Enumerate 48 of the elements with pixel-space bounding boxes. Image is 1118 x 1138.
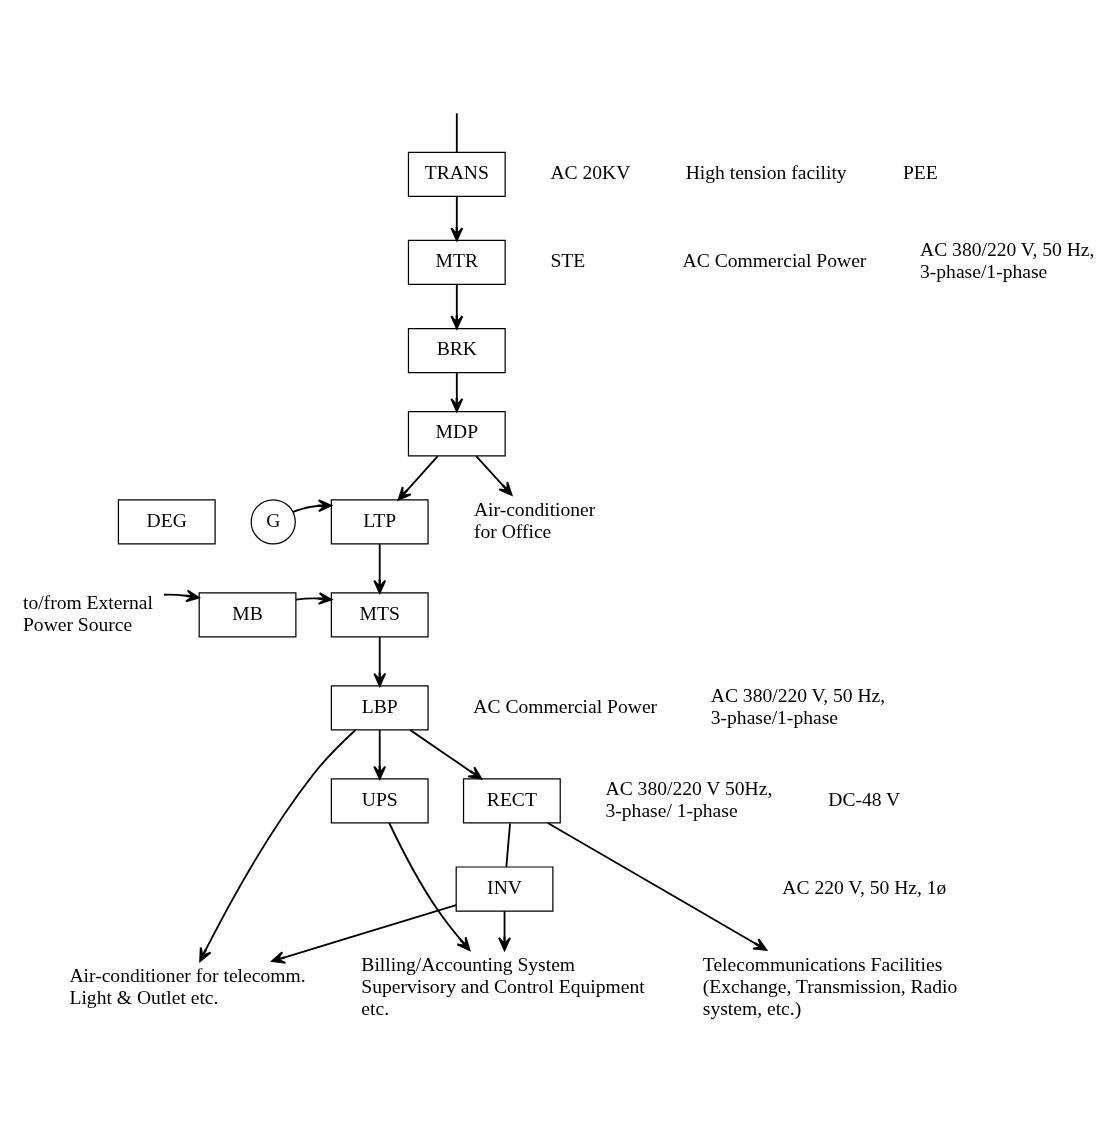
node-box: BRK <box>407 327 506 374</box>
label: AC 220 V, 50 Hz, 1ø <box>782 876 947 898</box>
arrow <box>475 455 513 496</box>
arrow <box>295 592 333 605</box>
arrow <box>373 543 387 594</box>
arrow <box>450 283 464 330</box>
arrow <box>450 372 464 413</box>
node-box: DEG <box>117 499 216 545</box>
arrow <box>163 589 200 603</box>
arrow <box>199 729 357 962</box>
node-box: LTP <box>330 499 429 545</box>
node-box: INV <box>455 866 554 912</box>
node-box: RECT <box>462 778 561 824</box>
label: AC 380/220 V, 50 Hz, 3-phase/1-phase <box>710 684 886 728</box>
node-box: TRANS <box>407 151 506 197</box>
arrow <box>373 636 387 687</box>
node-box: MTR <box>407 239 506 286</box>
arrow <box>373 729 387 780</box>
node-box: MDP <box>407 411 506 457</box>
label: PEE <box>902 161 938 183</box>
label: High tension facility <box>685 161 847 183</box>
node-text: Air-conditioner for telecomm. Light & Outlet etc. <box>69 964 306 1008</box>
connector <box>505 822 511 868</box>
node-box: LBP <box>330 685 429 731</box>
label: DC-48 V <box>828 788 901 810</box>
node-box: MTS <box>330 592 429 638</box>
node-circle: G <box>250 499 296 545</box>
label: AC Commercial Power <box>473 695 658 717</box>
node-text: Telecommunications Facilities (Exchange, Transmission, Radio system, etc.) <box>702 953 958 1019</box>
arrow <box>388 822 471 951</box>
arrow <box>546 822 768 951</box>
arrow <box>498 910 511 951</box>
connector <box>455 112 458 154</box>
label: AC 380/220 V 50Hz, 3-phase/ 1-phase <box>605 777 773 821</box>
arrow <box>450 195 464 242</box>
arrow <box>409 729 483 780</box>
label: AC Commercial Power <box>682 250 867 272</box>
node-text: Billing/Accounting System Supervisory and Control Equipment etc. <box>361 953 645 1019</box>
label: STE <box>550 250 586 272</box>
arrow <box>271 904 457 964</box>
label: AC 20KV <box>550 161 631 183</box>
arrow <box>292 499 332 513</box>
label: AC 380/220 V, 50 Hz, 3-phase/1-phase <box>920 239 1095 283</box>
node-box: MB <box>198 592 297 638</box>
node-text: to/from External Power Source <box>22 591 153 635</box>
node-box: UPS <box>330 778 429 824</box>
arrow <box>397 455 439 501</box>
node-text: Air-conditioner for Office <box>473 498 596 542</box>
